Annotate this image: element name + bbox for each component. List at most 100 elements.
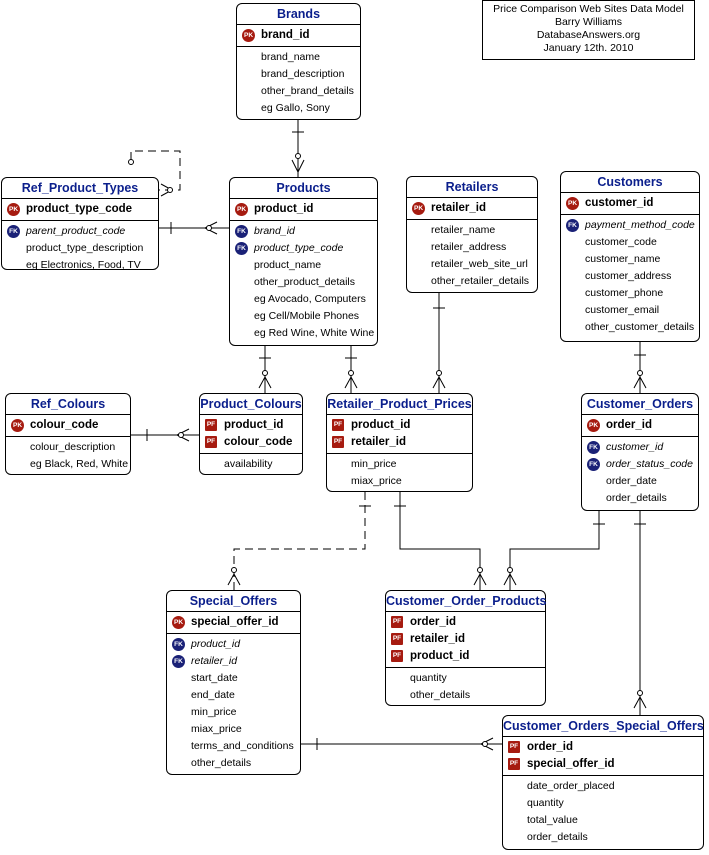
- attribute: customer_code: [561, 234, 699, 251]
- fk-attribute: FK product_type_code: [230, 240, 377, 257]
- attribute-label: retailer_web_site_url: [431, 258, 528, 270]
- attribute-section: brand_name brand_description other_brand…: [237, 47, 360, 120]
- attribute: customer_address: [561, 268, 699, 285]
- attribute: order_details: [582, 490, 698, 507]
- attribute-label: other_details: [410, 689, 471, 701]
- pk-icon: PK: [587, 419, 600, 432]
- pk-icon: PK: [566, 197, 579, 210]
- attribute-label: other_customer_details: [585, 321, 695, 333]
- attribute: eg Gallo, Sony: [237, 100, 360, 117]
- entity-title: Special_Offers: [167, 591, 300, 612]
- attribute-label: product_type_code: [26, 203, 133, 215]
- model-author: Barry Williams: [554, 16, 623, 28]
- attribute: eg Cell/Mobile Phones: [230, 308, 377, 325]
- attribute-section: availability: [200, 454, 302, 476]
- fk-icon: FK: [172, 638, 185, 651]
- attribute-label: retailer_id: [431, 202, 486, 214]
- pk-attribute: PF product_id: [200, 417, 302, 434]
- info-box: Price Comparison Web Sites Data Model Ba…: [482, 0, 695, 60]
- attribute: order_date: [582, 473, 698, 490]
- attribute: other_details: [167, 755, 300, 772]
- attribute-label: eg Gallo, Sony: [261, 102, 330, 114]
- attribute-label: order_details: [606, 492, 667, 504]
- entity-title: Customer_Orders_Special_Offers: [503, 716, 704, 737]
- attribute: brand_description: [237, 66, 360, 83]
- attribute-label: quantity: [527, 797, 564, 809]
- attribute: quantity: [503, 795, 703, 812]
- attribute-label: other_retailer_details: [431, 275, 530, 287]
- attribute-label: product_id: [224, 419, 284, 431]
- fk-icon: FK: [172, 655, 185, 668]
- attribute-label: min_price: [191, 706, 237, 718]
- attribute: product_type_description: [2, 240, 158, 257]
- fk-icon: FK: [235, 242, 248, 255]
- attribute-label: retailer_address: [431, 241, 507, 253]
- attribute: eg Black, Red, White: [6, 456, 130, 473]
- pk-icon: PK: [11, 419, 24, 432]
- attribute-label: min_price: [351, 458, 397, 470]
- attribute-label: product_name: [254, 259, 322, 271]
- attribute: eg Red Wine, White Wine: [230, 325, 377, 342]
- attribute-label: product_id: [351, 419, 411, 431]
- attribute-label: customer_name: [585, 253, 661, 265]
- pf-icon: PF: [205, 419, 217, 431]
- attribute-label: other_brand_details: [261, 85, 354, 97]
- entity-ref-colours[interactable]: Ref_Colours PK colour_code colour_descrip…: [5, 393, 131, 475]
- attribute: start_date: [167, 670, 300, 687]
- primary-key-section: PK colour_code: [6, 415, 130, 437]
- attribute: product_name: [230, 257, 377, 274]
- attribute-label: brand_id: [261, 29, 310, 41]
- attribute-label: customer_phone: [585, 287, 664, 299]
- attribute-section: colour_description eg Black, Red, White: [6, 437, 130, 476]
- attribute: eg Avocado, Computers: [230, 291, 377, 308]
- attribute-label: retailer_name: [431, 224, 496, 236]
- attribute: quantity: [386, 670, 545, 687]
- entity-title: Ref_Colours: [6, 394, 130, 415]
- entity-title: Brands: [237, 4, 360, 25]
- attribute-label: order_id: [606, 419, 653, 431]
- attribute-label: retailer_id: [351, 436, 406, 448]
- attribute-label: other_details: [191, 757, 252, 769]
- pk-icon: PK: [412, 202, 425, 215]
- attribute-label: customer_id: [606, 441, 664, 453]
- entity-title: Ref_Product_Types: [2, 178, 158, 199]
- attribute-label: product_id: [254, 203, 314, 215]
- attribute: min_price: [167, 704, 300, 721]
- attribute-label: eg Cell/Mobile Phones: [254, 310, 360, 322]
- model-title: Price Comparison Web Sites Data Model: [493, 3, 684, 15]
- attribute-label: order_details: [527, 831, 588, 843]
- attribute-label: start_date: [191, 672, 238, 684]
- attribute-label: colour_code: [30, 419, 99, 431]
- attribute: retailer_address: [407, 239, 537, 256]
- entity-title: Retailer_Product_Prices: [327, 394, 472, 415]
- attribute-label: product_type_code: [254, 242, 344, 254]
- attribute-label: order_id: [410, 616, 457, 628]
- pf-icon: PF: [205, 436, 217, 448]
- attribute-label: end_date: [191, 689, 235, 701]
